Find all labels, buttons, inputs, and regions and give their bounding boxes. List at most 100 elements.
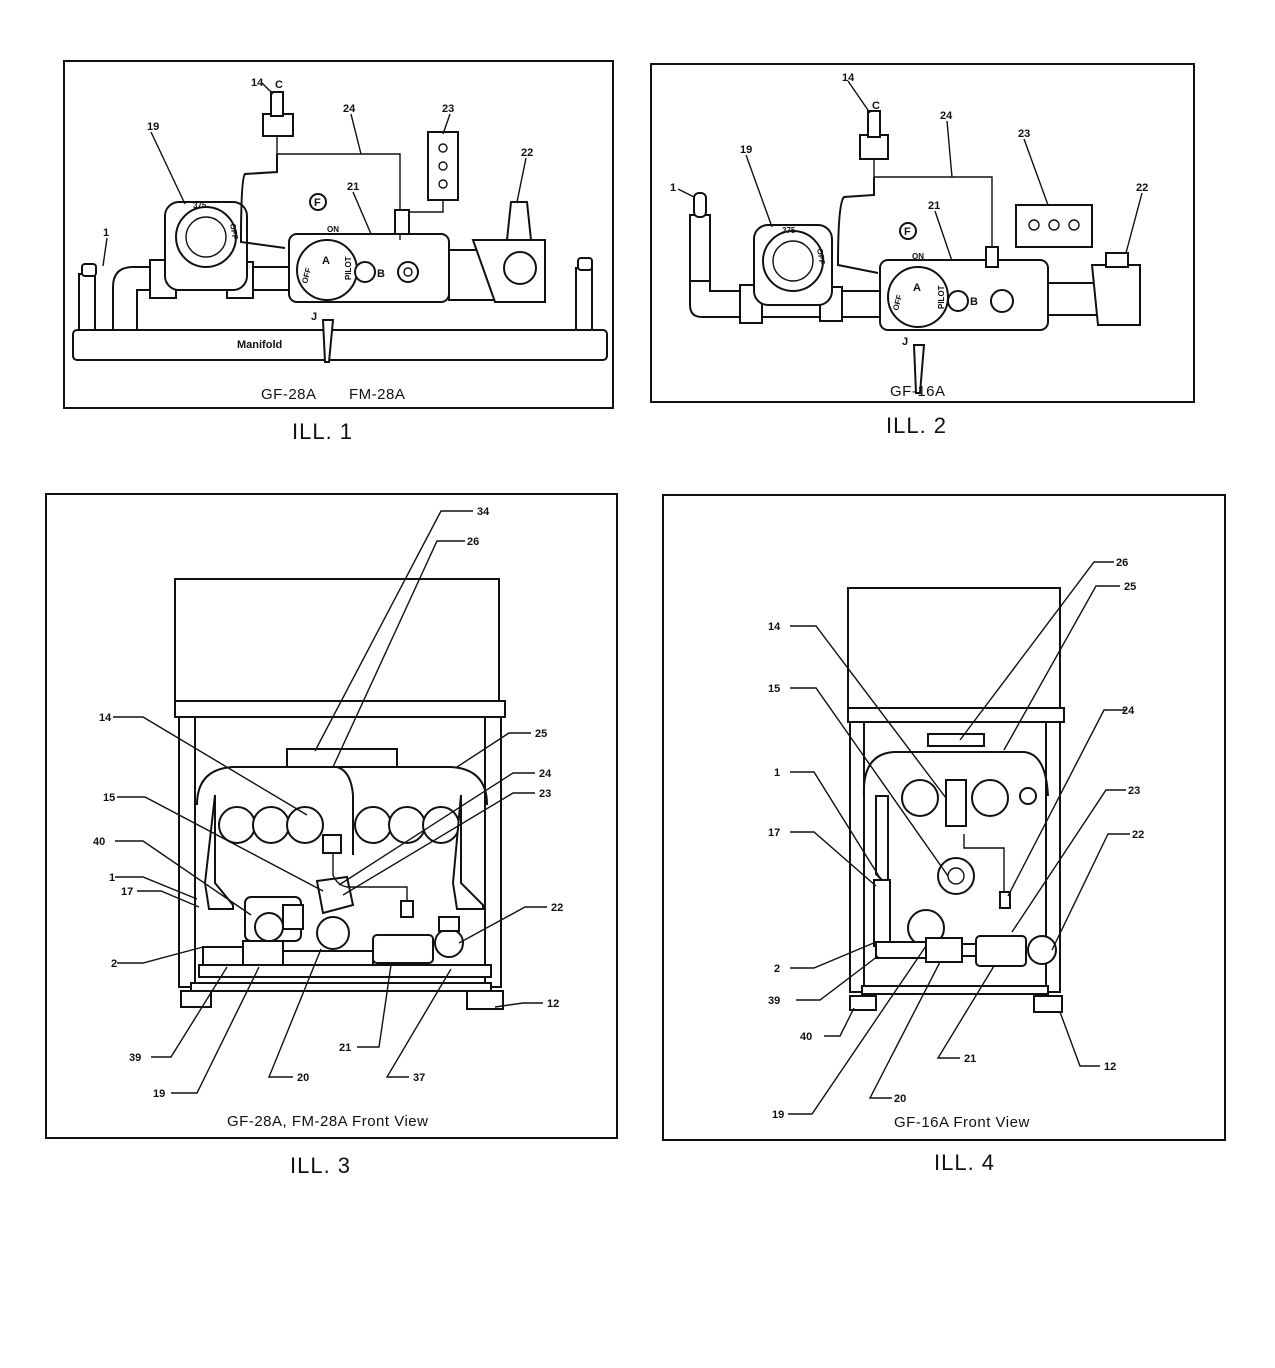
burner-5 bbox=[388, 806, 426, 844]
part-23-screw-2 bbox=[1048, 219, 1060, 231]
burner-cap bbox=[1019, 787, 1037, 805]
part-34-burner-bar bbox=[286, 748, 398, 768]
callout-22: 22 bbox=[1132, 829, 1144, 841]
cabinet-left-leg bbox=[178, 716, 196, 988]
wire-clamp bbox=[985, 246, 999, 268]
cabinet-rail bbox=[174, 700, 506, 718]
leader-23 bbox=[342, 792, 535, 896]
part-14-pilot bbox=[262, 113, 294, 137]
dial-setting: 375 bbox=[782, 226, 796, 235]
callout-17: 17 bbox=[121, 886, 133, 898]
part-14-pilot bbox=[859, 134, 889, 160]
leader-20 bbox=[267, 948, 322, 1078]
callout-1: 1 bbox=[774, 767, 780, 779]
burner-2 bbox=[252, 806, 290, 844]
part-12-right-foot bbox=[466, 990, 504, 1010]
burner-2 bbox=[971, 779, 1009, 817]
ill2-caption: ILL. 2 bbox=[886, 413, 948, 438]
part-21-valve bbox=[975, 935, 1027, 967]
callout-12: 12 bbox=[547, 998, 559, 1010]
leader-23 bbox=[1011, 789, 1126, 933]
callout-2: 2 bbox=[111, 958, 117, 970]
part-40-bracket bbox=[282, 904, 304, 930]
leader-12 bbox=[1059, 1011, 1100, 1067]
part-40-left-foot bbox=[849, 995, 877, 1011]
leader-26 bbox=[332, 540, 465, 768]
callout-24: 24 bbox=[343, 103, 356, 115]
part-1-standpipe bbox=[873, 879, 891, 947]
callout-22: 22 bbox=[1136, 182, 1148, 194]
callout-25: 25 bbox=[535, 728, 547, 740]
part-22-regulator bbox=[1027, 935, 1057, 965]
part-14-pilot bbox=[322, 834, 342, 854]
left-foot bbox=[180, 990, 212, 1008]
leader-24 bbox=[946, 120, 953, 178]
leader-23 bbox=[1023, 138, 1049, 206]
part-23-safety-switch bbox=[1015, 204, 1093, 248]
part-f-marker bbox=[309, 193, 327, 211]
part-15-valve bbox=[315, 875, 355, 915]
leader-14 bbox=[113, 716, 308, 816]
part-12-right-foot bbox=[1033, 995, 1063, 1013]
off-mark: OFF bbox=[300, 267, 313, 285]
illustration-2-drawing: 375 OFF ON OFF PILOT bbox=[670, 72, 1148, 394]
leader-15 bbox=[790, 687, 949, 877]
callout-39: 39 bbox=[768, 995, 780, 1007]
callout-24: 24 bbox=[1122, 705, 1135, 717]
leader-24 bbox=[338, 772, 535, 886]
callout-40: 40 bbox=[93, 836, 105, 848]
part-22-regulator bbox=[1090, 264, 1141, 326]
dial-off-mark: OFF bbox=[228, 223, 240, 240]
burner-4 bbox=[354, 806, 392, 844]
part-22-vent bbox=[505, 201, 533, 241]
callout-15: 15 bbox=[768, 683, 780, 695]
leader-1 bbox=[790, 771, 881, 879]
callout-c: C bbox=[872, 100, 880, 112]
leader-39 bbox=[151, 966, 228, 1058]
callout-15: 15 bbox=[103, 792, 115, 804]
illustration-3-panel: 34 26 14 25 24 23 15 40 1 17 22 2 12 39 … bbox=[45, 493, 618, 1139]
dial-setting: 375 bbox=[193, 201, 207, 210]
callout-24: 24 bbox=[539, 768, 552, 780]
callout-14: 14 bbox=[251, 77, 264, 89]
leader-2 bbox=[117, 946, 204, 964]
part-1-cap bbox=[693, 192, 707, 218]
callout-a: A bbox=[913, 282, 921, 294]
part-22-elbow bbox=[503, 251, 537, 285]
right-cap bbox=[577, 257, 593, 271]
callout-f: F bbox=[904, 226, 911, 238]
callout-40: 40 bbox=[800, 1031, 812, 1043]
pilot-fitting bbox=[397, 261, 419, 283]
leader-14 bbox=[790, 625, 947, 799]
ill4-caption: ILL. 4 bbox=[934, 1150, 996, 1175]
part-f-marker bbox=[899, 222, 917, 240]
callout-26: 26 bbox=[1116, 557, 1128, 569]
leader-12 bbox=[494, 1002, 543, 1008]
callout-21: 21 bbox=[347, 181, 359, 193]
ill1-model-1: GF-28A bbox=[261, 386, 317, 403]
leader-17 bbox=[137, 890, 200, 908]
leader-20 bbox=[868, 961, 941, 1099]
on-mark: ON bbox=[327, 225, 339, 234]
callout-2: 2 bbox=[774, 963, 780, 975]
right-end-post bbox=[575, 267, 593, 331]
callout-24: 24 bbox=[940, 110, 953, 122]
callout-21: 21 bbox=[928, 200, 940, 212]
illustration-3-drawing: 34 26 14 25 24 23 15 40 1 17 22 2 12 39 … bbox=[93, 506, 563, 1100]
leader-22 bbox=[458, 906, 547, 944]
cabinet-base bbox=[190, 982, 492, 992]
part-15-wheel bbox=[937, 857, 975, 895]
cabinet-top bbox=[847, 587, 1061, 709]
part-37-manifold bbox=[198, 964, 492, 978]
leader-34 bbox=[314, 510, 473, 752]
leader-37 bbox=[385, 968, 452, 1078]
callout-14: 14 bbox=[842, 72, 855, 84]
callout-26: 26 bbox=[467, 536, 479, 548]
ill2-model: GF-16A bbox=[890, 383, 946, 400]
callout-19: 19 bbox=[772, 1109, 784, 1121]
leader-24 bbox=[350, 113, 362, 155]
part-23-screw-1 bbox=[1028, 219, 1040, 231]
callout-23: 23 bbox=[1128, 785, 1140, 797]
off-mark: OFF bbox=[891, 294, 904, 312]
leader-21 bbox=[934, 210, 953, 262]
